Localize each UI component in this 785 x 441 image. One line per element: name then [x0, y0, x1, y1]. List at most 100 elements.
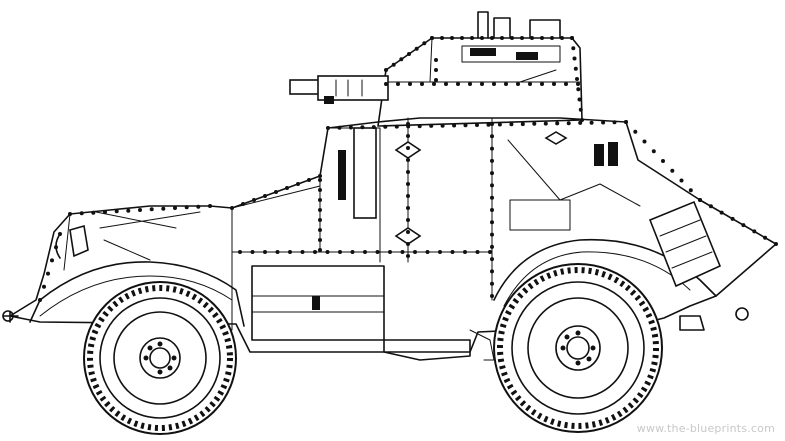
rivet: [516, 82, 520, 86]
rivet: [241, 202, 245, 206]
rivet: [577, 97, 582, 102]
rivet: [325, 250, 330, 254]
rivet: [274, 190, 278, 194]
rivet: [288, 250, 292, 254]
rivet: [490, 122, 494, 126]
rivet: [440, 36, 444, 40]
rivet: [46, 271, 50, 276]
rivet: [540, 82, 544, 86]
rivet: [438, 250, 442, 254]
rivet: [54, 245, 58, 250]
rivet: [763, 235, 768, 240]
rivet: [263, 250, 267, 254]
rivet: [432, 82, 436, 86]
rivet: [468, 82, 472, 86]
rivet: [429, 123, 434, 128]
rivet: [509, 122, 514, 127]
rivet: [752, 229, 757, 234]
rivet: [318, 218, 322, 222]
rivet: [126, 208, 131, 213]
rivet: [406, 206, 410, 210]
rivet: [383, 124, 388, 129]
rivet: [394, 124, 399, 129]
rivet: [651, 149, 656, 154]
rivet: [318, 248, 322, 252]
rivet: [555, 121, 560, 126]
rivet: [114, 209, 119, 214]
rivet: [540, 36, 544, 40]
rivet: [406, 146, 410, 150]
rivet: [661, 159, 665, 163]
rivet: [520, 36, 524, 40]
rivet: [434, 78, 438, 82]
rivet: [384, 82, 388, 86]
rivet: [420, 82, 424, 86]
rivet: [417, 124, 422, 129]
rivet: [400, 250, 405, 254]
rivet: [296, 182, 300, 186]
watermark: www.the-blueprints.com: [636, 422, 775, 435]
rivet: [580, 118, 584, 122]
rivet: [500, 36, 504, 40]
rivet: [578, 107, 583, 112]
rivet: [492, 82, 496, 86]
rivet: [528, 82, 532, 86]
rivet: [348, 125, 353, 130]
rivet: [363, 250, 367, 254]
rivet: [572, 56, 577, 61]
rivet: [275, 250, 280, 254]
rivet: [486, 122, 491, 127]
rivet: [371, 125, 376, 130]
rivet: [318, 174, 322, 178]
rivet: [475, 123, 479, 127]
rivet: [480, 82, 484, 86]
rivet: [589, 120, 594, 125]
rivet: [138, 208, 142, 212]
rivet: [552, 82, 556, 86]
rivet: [161, 206, 166, 211]
rivet: [570, 36, 574, 40]
rivets: [38, 36, 778, 302]
rivet: [318, 238, 322, 242]
rivet: [490, 208, 494, 212]
rivet: [624, 120, 628, 124]
rivet: [313, 250, 317, 254]
rivet: [406, 230, 410, 234]
rivet: [103, 210, 107, 214]
rivet: [642, 139, 647, 144]
rivet: [196, 204, 201, 209]
front-wheel: [83, 281, 237, 435]
rivet: [440, 123, 445, 128]
rivet: [50, 258, 54, 263]
rivet: [422, 41, 427, 46]
rivet: [708, 204, 713, 209]
rivet: [520, 122, 525, 127]
rivet: [406, 242, 410, 246]
rivet: [573, 66, 578, 71]
rivet: [350, 250, 355, 254]
rivet: [490, 195, 494, 200]
rivet: [450, 36, 454, 40]
rivet: [575, 77, 579, 81]
rivet: [406, 194, 410, 198]
turret: [377, 11, 583, 127]
rivet: [490, 220, 494, 225]
rivet: [326, 126, 330, 130]
rivet: [406, 218, 410, 222]
rivet: [406, 254, 410, 258]
rivet: [543, 121, 548, 126]
rivet: [741, 223, 746, 228]
rivet: [490, 183, 494, 188]
rivet: [490, 294, 494, 298]
rivet: [488, 250, 492, 254]
rivet: [406, 170, 410, 174]
rivet: [633, 129, 638, 134]
rivet: [408, 82, 412, 86]
rivet: [490, 171, 494, 176]
rivet: [434, 68, 438, 72]
rivet: [396, 82, 400, 86]
rivet: [719, 210, 724, 215]
rivet: [730, 216, 735, 221]
rivet: [360, 125, 365, 130]
